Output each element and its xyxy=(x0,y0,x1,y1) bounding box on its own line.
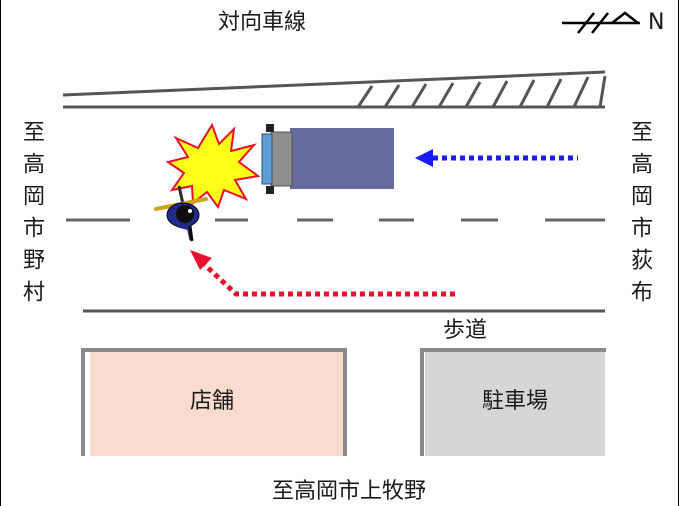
parking-lot xyxy=(420,348,606,456)
sidewalk-label: 歩道 xyxy=(443,318,488,343)
hatched-zone xyxy=(356,75,607,108)
road-upper-edge xyxy=(62,70,606,109)
motorcycle-rider-icon xyxy=(154,185,208,242)
truck-direction-arrow xyxy=(415,149,578,167)
truck-icon xyxy=(261,124,394,194)
bottom-direction-label: 至高岡市上牧野 xyxy=(272,479,427,504)
left-direction-label: 至高岡市野村 xyxy=(19,120,44,312)
opposite-lane-label: 対向車線 xyxy=(218,10,307,35)
store-label: 店舗 xyxy=(190,389,235,414)
motorcycle-path-arrow xyxy=(190,250,455,297)
store-building xyxy=(81,348,347,456)
north-label: N xyxy=(648,10,665,35)
parking-label: 駐車場 xyxy=(482,389,549,414)
right-direction-label: 至高岡市荻布 xyxy=(627,120,652,312)
explosion-icon xyxy=(165,122,261,210)
north-arrow-icon xyxy=(562,11,640,34)
